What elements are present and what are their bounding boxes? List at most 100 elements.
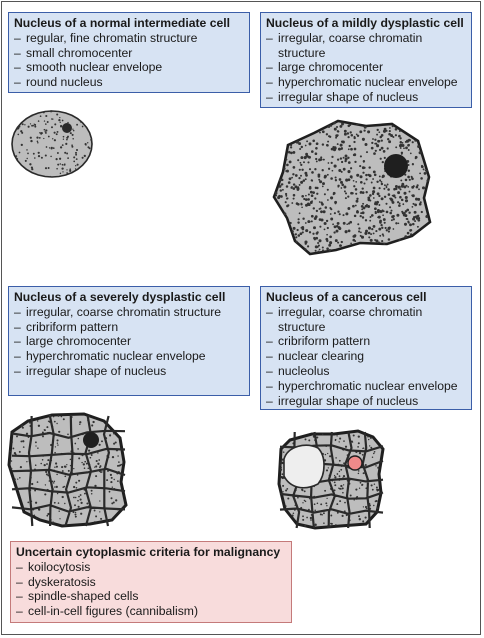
chromatin-granule bbox=[321, 246, 324, 249]
panel-title: Nucleus of a normal intermediate cell bbox=[14, 16, 231, 30]
chromatin-granule bbox=[33, 123, 35, 125]
chromatin-granule bbox=[302, 217, 305, 220]
panel-title: Nucleus of a mildly dysplastic cell bbox=[266, 16, 464, 30]
chromatin-granule bbox=[371, 192, 375, 196]
chromatin-granule bbox=[348, 144, 351, 148]
chromatin-granule bbox=[418, 202, 422, 206]
chromatin-granule bbox=[385, 186, 388, 189]
chromatin-granule bbox=[370, 446, 373, 449]
chromatin-granule bbox=[287, 497, 290, 500]
chromatin-granule bbox=[75, 165, 77, 167]
chromatin-granule bbox=[58, 430, 61, 433]
chromatin-granule bbox=[36, 420, 39, 422]
chromatin-granule bbox=[347, 161, 351, 164]
chromatin-granule bbox=[323, 158, 325, 161]
chromatin-granule bbox=[370, 146, 374, 150]
chromatin-granule bbox=[339, 157, 343, 160]
chromatin-granule bbox=[401, 144, 405, 147]
chromatin-granule bbox=[84, 460, 87, 463]
list-item: irregular, coarse chromatin structure bbox=[266, 31, 466, 61]
chromatin-granule bbox=[342, 484, 345, 486]
chromatin-granule bbox=[327, 452, 329, 455]
chromatin-granule bbox=[421, 186, 426, 190]
chromatin-granule bbox=[385, 210, 389, 214]
chromatin-granule bbox=[323, 522, 325, 524]
chromatin-granule bbox=[110, 497, 113, 500]
chromatin-granule bbox=[383, 221, 386, 224]
chromatin-granule bbox=[333, 127, 337, 131]
chromatin-granule bbox=[74, 151, 78, 154]
chromatin-granule bbox=[339, 124, 343, 128]
chromatin-granule bbox=[396, 213, 400, 217]
chromatin-granule bbox=[380, 223, 383, 227]
chromatin-granule bbox=[330, 147, 334, 151]
chromatin-granule bbox=[377, 466, 380, 469]
chromatin-granule bbox=[308, 168, 312, 171]
chromatin-granule bbox=[47, 459, 50, 462]
chromatin-granule bbox=[282, 491, 284, 493]
chromatin-granule bbox=[37, 120, 40, 122]
chromatin-granule bbox=[78, 457, 81, 460]
chromatin-granule bbox=[353, 185, 356, 188]
chromatin-granule bbox=[374, 201, 377, 204]
chromatin-granule bbox=[389, 211, 392, 215]
chromatin-granule bbox=[362, 202, 365, 205]
list-item: hyperchromatic nuclear envelope bbox=[266, 75, 466, 90]
chromatin-granule bbox=[321, 513, 323, 516]
chromatin-granule bbox=[283, 212, 287, 216]
panel-title: Uncertain cytoplasmic criteria for malig… bbox=[16, 545, 281, 559]
chromatin-granule bbox=[298, 183, 301, 186]
chromatin-granule bbox=[364, 204, 368, 208]
chromatin-granule bbox=[67, 157, 69, 160]
chromatin-granule bbox=[338, 226, 342, 231]
list-item: large chromocenter bbox=[266, 60, 466, 75]
chromatin-granule bbox=[356, 210, 359, 213]
chromatin-granule bbox=[277, 196, 281, 199]
chromatin-granule bbox=[343, 440, 345, 442]
chromatin-granule bbox=[362, 171, 365, 174]
chromatin-granule bbox=[85, 462, 88, 465]
chromatin-granule bbox=[359, 165, 362, 168]
chromatin-granule bbox=[380, 181, 383, 183]
chromatin-granule bbox=[378, 148, 382, 152]
chromatin-granule bbox=[424, 169, 427, 172]
chromatin-granule bbox=[369, 436, 373, 439]
chromatin-granule bbox=[321, 249, 325, 252]
chromatin-granule bbox=[359, 234, 362, 237]
chromatin-granule bbox=[388, 130, 391, 133]
chromatin-granule bbox=[39, 115, 42, 118]
chromatin-granule bbox=[67, 121, 69, 124]
chromatin-granule bbox=[358, 451, 362, 455]
chromatin-granule bbox=[367, 435, 369, 438]
chromatin-granule bbox=[28, 421, 31, 424]
chromatin-granule bbox=[71, 133, 74, 136]
chromatin-granule bbox=[372, 190, 376, 194]
chromatin-granule bbox=[302, 518, 305, 521]
chromatin-granule bbox=[56, 473, 58, 476]
chromatin-granule bbox=[31, 168, 34, 171]
chromatin-granule bbox=[67, 135, 69, 138]
chromatin-granule bbox=[39, 131, 41, 134]
list-item: dyskeratosis bbox=[16, 575, 286, 590]
chromatin-granule bbox=[404, 195, 408, 200]
chromatin-granule bbox=[329, 213, 332, 215]
chromatin-granule bbox=[327, 162, 330, 164]
chromatin-granule bbox=[72, 485, 76, 489]
chromatin-granule bbox=[37, 447, 39, 449]
list-item: cell-in-cell figures (cannibalism) bbox=[16, 604, 286, 619]
chromatin-granule bbox=[32, 152, 35, 155]
chromatin-granule bbox=[361, 216, 365, 219]
chromatin-granule bbox=[407, 138, 411, 142]
chromatin-granule bbox=[64, 502, 66, 505]
chromatin-granule bbox=[403, 185, 407, 189]
chromatin-granule bbox=[369, 216, 372, 218]
chromatin-granule bbox=[326, 188, 329, 191]
chromatin-granule bbox=[279, 464, 282, 466]
chromatin-granule bbox=[360, 190, 363, 193]
chromatin-granule bbox=[36, 517, 38, 519]
chromatin-granule bbox=[113, 432, 115, 435]
chromatin-granule bbox=[400, 179, 403, 182]
chromatin-granule bbox=[347, 229, 351, 233]
chromatin-granule bbox=[401, 212, 405, 215]
chromatin-granule bbox=[420, 177, 423, 180]
